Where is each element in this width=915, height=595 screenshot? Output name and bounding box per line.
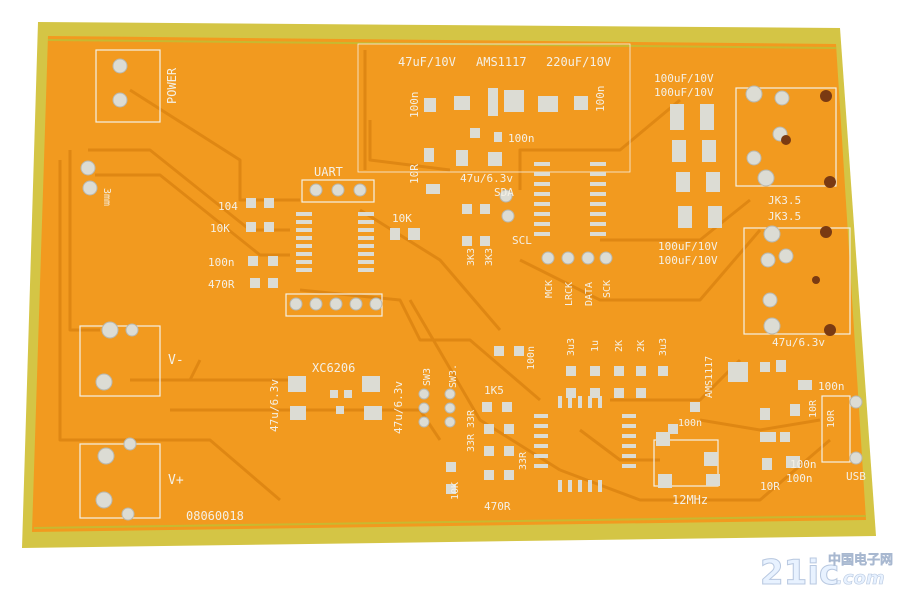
label-10r-right: 10R <box>808 399 819 418</box>
label-470r-bottom: 470R <box>484 500 511 513</box>
label-100n-a: 100n <box>408 92 421 119</box>
label-usb: USB <box>846 470 866 483</box>
label-3u3-b: 3u3 <box>658 338 669 356</box>
label-v-minus: V- <box>168 353 184 368</box>
label-100n-left: 100n <box>208 256 235 269</box>
ic-usb-uart <box>296 212 374 272</box>
label-jk-bottom: JK3.5 <box>768 210 801 223</box>
label-100uf-4: 100uF/10V <box>658 254 718 267</box>
watermark-cjk: 中国电子网 <box>828 552 893 568</box>
label-3k3-a: 3K3 <box>466 248 477 266</box>
label-led-size: 3mm <box>101 188 112 206</box>
watermark: 21ic 中国电子网 .com <box>760 552 894 594</box>
label-10k-left: 10K <box>210 222 230 235</box>
label-47u-63v-mid: 47u/6.3v <box>392 381 405 434</box>
ic-usb-controller <box>534 396 636 492</box>
label-v-plus: V+ <box>168 473 184 488</box>
label-power: POWER <box>165 67 179 104</box>
label-xc6206: XC6206 <box>312 361 355 375</box>
label-100n-mid: 100n <box>526 346 537 370</box>
label-33r-c: 33R <box>518 451 529 470</box>
label-2k-a: 2K <box>614 340 625 352</box>
label-sw3b: SW3. <box>448 364 459 388</box>
label-sda: SDA <box>494 186 514 199</box>
label-100n-c: 100n <box>508 132 535 145</box>
silkscreen-labels: POWER UART V- V+ 08060018 3mm 47uF/10V A… <box>101 55 866 523</box>
through-hole-pads <box>80 58 863 521</box>
label-2k-b: 2K <box>636 340 647 352</box>
label-10k-mid: 10K <box>392 212 412 225</box>
label-100uf-2: 100uF/10V <box>654 86 714 99</box>
pcb-soldermask <box>32 36 866 532</box>
label-10r-bottom: 10R <box>760 480 780 493</box>
copper-traces <box>58 50 831 502</box>
label-100n-bottom: 100n <box>790 458 817 471</box>
mounting-holes <box>781 90 836 336</box>
label-lrck: LRCK <box>564 282 575 306</box>
label-47uf-10v: 47uF/10V <box>398 55 456 69</box>
label-data: DATA <box>584 282 595 306</box>
label-sck: SCK <box>602 280 613 298</box>
label-10r-top: 10R <box>408 164 421 184</box>
label-scl: SCL <box>512 234 532 247</box>
smd-pads <box>246 88 812 494</box>
ic-dac <box>534 162 606 236</box>
label-100uf-3: 100uF/10V <box>658 240 718 253</box>
watermark-latin: 21ic <box>760 553 839 593</box>
label-100n-right1: 100n <box>818 380 845 393</box>
label-crystal: 12MHz <box>672 493 708 507</box>
label-47u-63v-top: 47u/6.3v <box>460 172 513 185</box>
label-3k3-b: 3K3 <box>484 248 495 266</box>
label-100n-right2: 100n <box>786 472 813 485</box>
label-uart: UART <box>314 165 343 179</box>
label-470r-left: 470R <box>208 278 235 291</box>
label-1u: 1u <box>590 340 601 352</box>
label-mck: MCK <box>544 280 555 298</box>
label-3u3-a: 3u3 <box>566 338 577 356</box>
watermark-dotcom: .com <box>836 568 885 589</box>
label-10r-b: 10R <box>826 409 837 428</box>
label-sw3: SW3 <box>422 368 433 386</box>
label-serial: 08060018 <box>186 509 244 523</box>
label-220uf-10v: 220uF/10V <box>546 55 611 69</box>
label-1k5: 1K5 <box>484 384 504 397</box>
label-ams1117-top: AMS1117 <box>476 55 527 69</box>
label-ams1117-right: AMS1117 <box>704 356 715 398</box>
label-100n-b: 100n <box>594 86 607 113</box>
label-100n-mid2: 100n <box>678 418 702 429</box>
label-10k-bottom: 10K <box>450 482 461 500</box>
label-47u-63v-left: 47u/6.3v <box>268 379 281 432</box>
label-104: 104 <box>218 200 238 213</box>
ic-chips <box>296 162 636 492</box>
label-33r-a: 33R <box>466 409 477 428</box>
label-100uf-1: 100uF/10V <box>654 72 714 85</box>
label-jk-top: JK3.5 <box>768 194 801 207</box>
label-33r-b: 33R <box>466 433 477 452</box>
label-47u-63v-right: 47u/6.3v <box>772 336 825 349</box>
